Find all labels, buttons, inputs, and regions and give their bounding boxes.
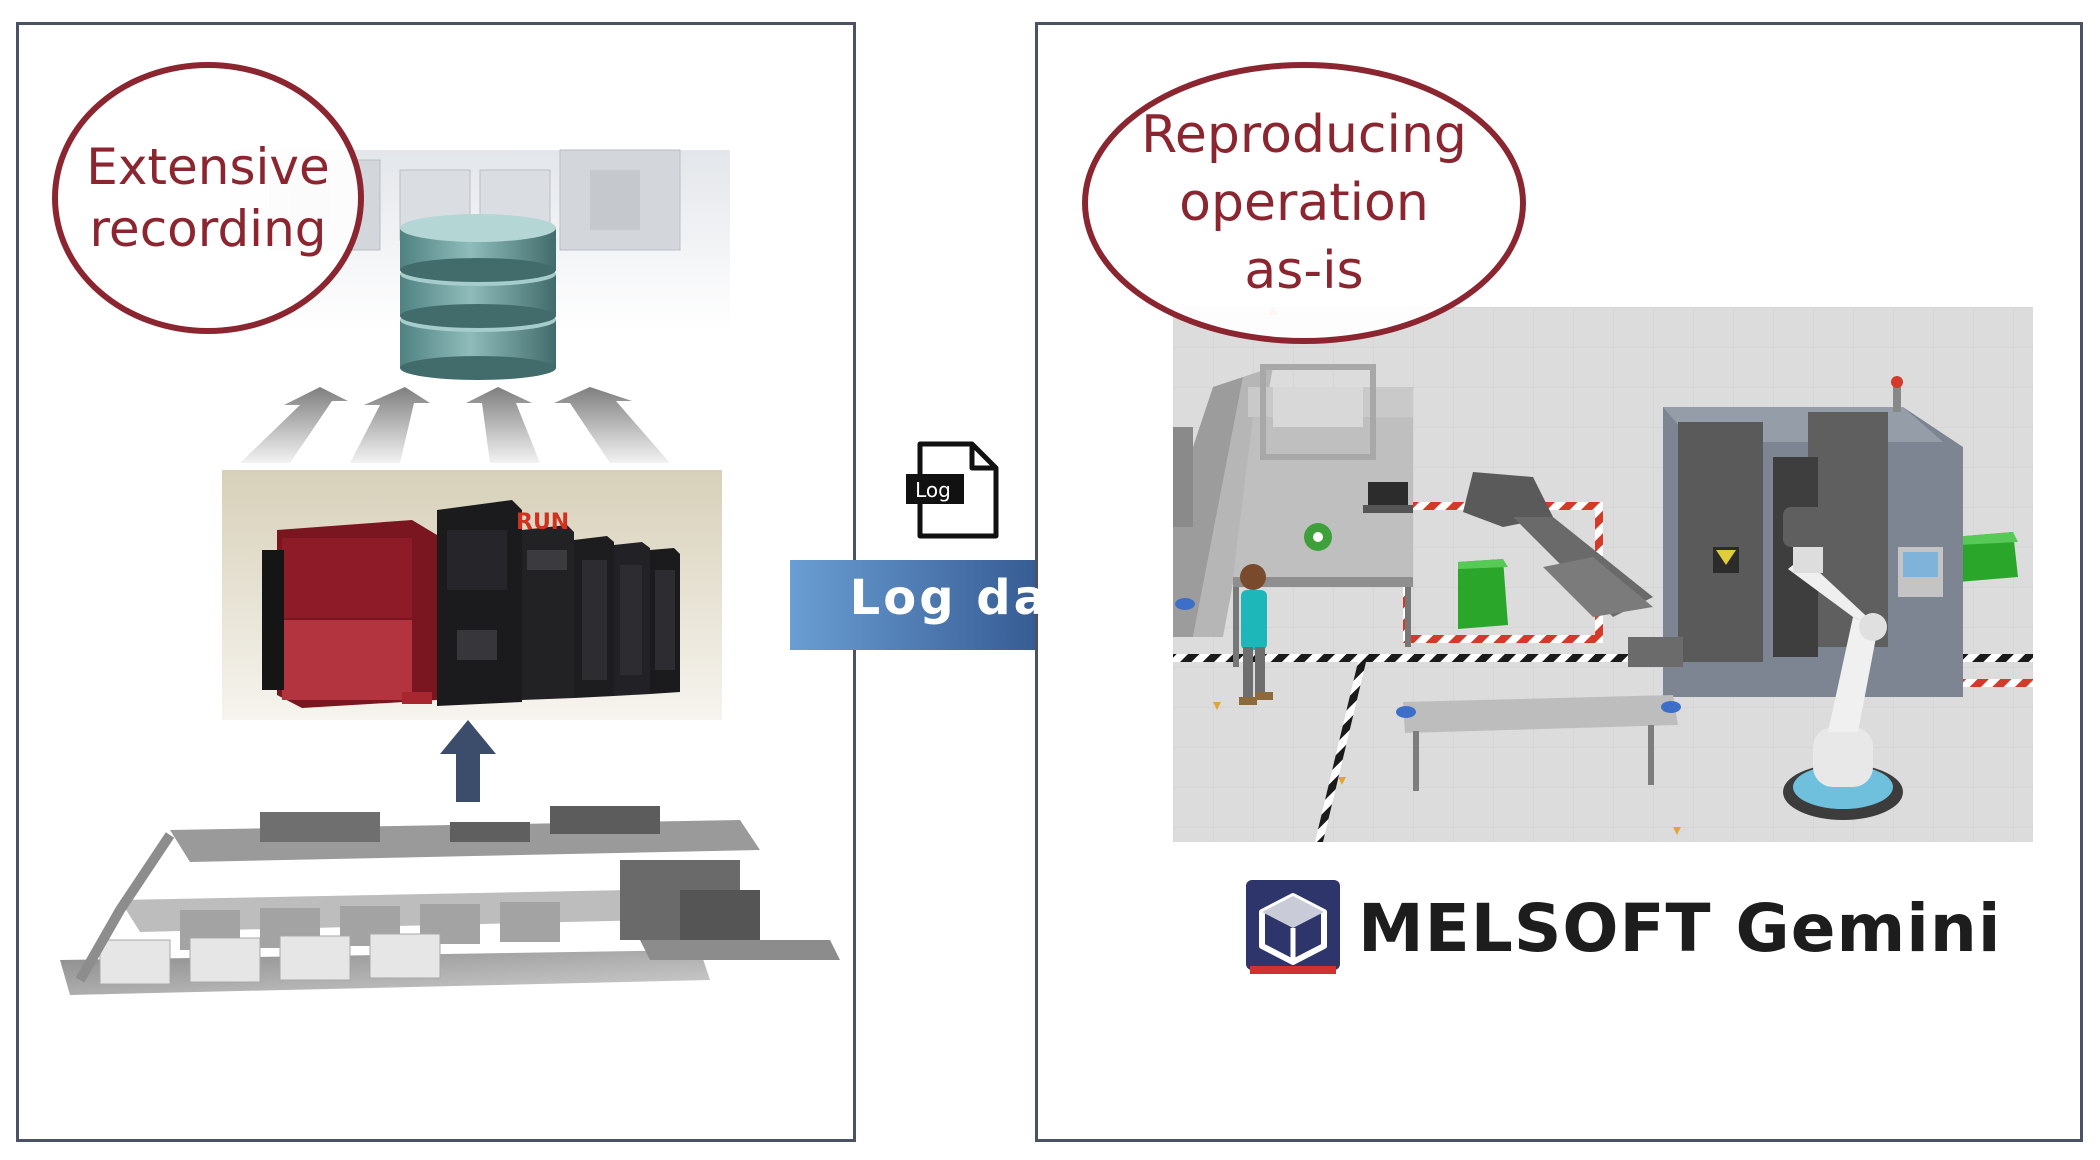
label-line: recording [89,200,327,258]
up-arrow-icon [440,720,496,802]
simulation-viewport [1173,307,2033,842]
production-line-image [60,806,840,995]
reproducing-operation-label: Reproducing operation as-is [1082,62,1526,344]
plc-run-indicator: RUN [516,510,570,535]
melsoft-gemini-brand: MELSOFT Gemini [1358,890,2002,967]
log-file-icon [906,441,999,539]
label-line: Extensive [86,138,330,196]
log-data-label: Log data [849,570,1111,626]
extensive-recording-label: Extensive recording [52,62,364,334]
log-file-label: Log [915,478,951,502]
upload-arrows [240,387,670,463]
plc-controller-image [222,470,722,720]
label-line: operation [1179,173,1429,233]
label-line: Reproducing [1141,105,1467,165]
label-line: as-is [1244,241,1364,301]
database-icon [400,214,556,380]
melsoft-gemini-logo-icon [1246,880,1340,974]
